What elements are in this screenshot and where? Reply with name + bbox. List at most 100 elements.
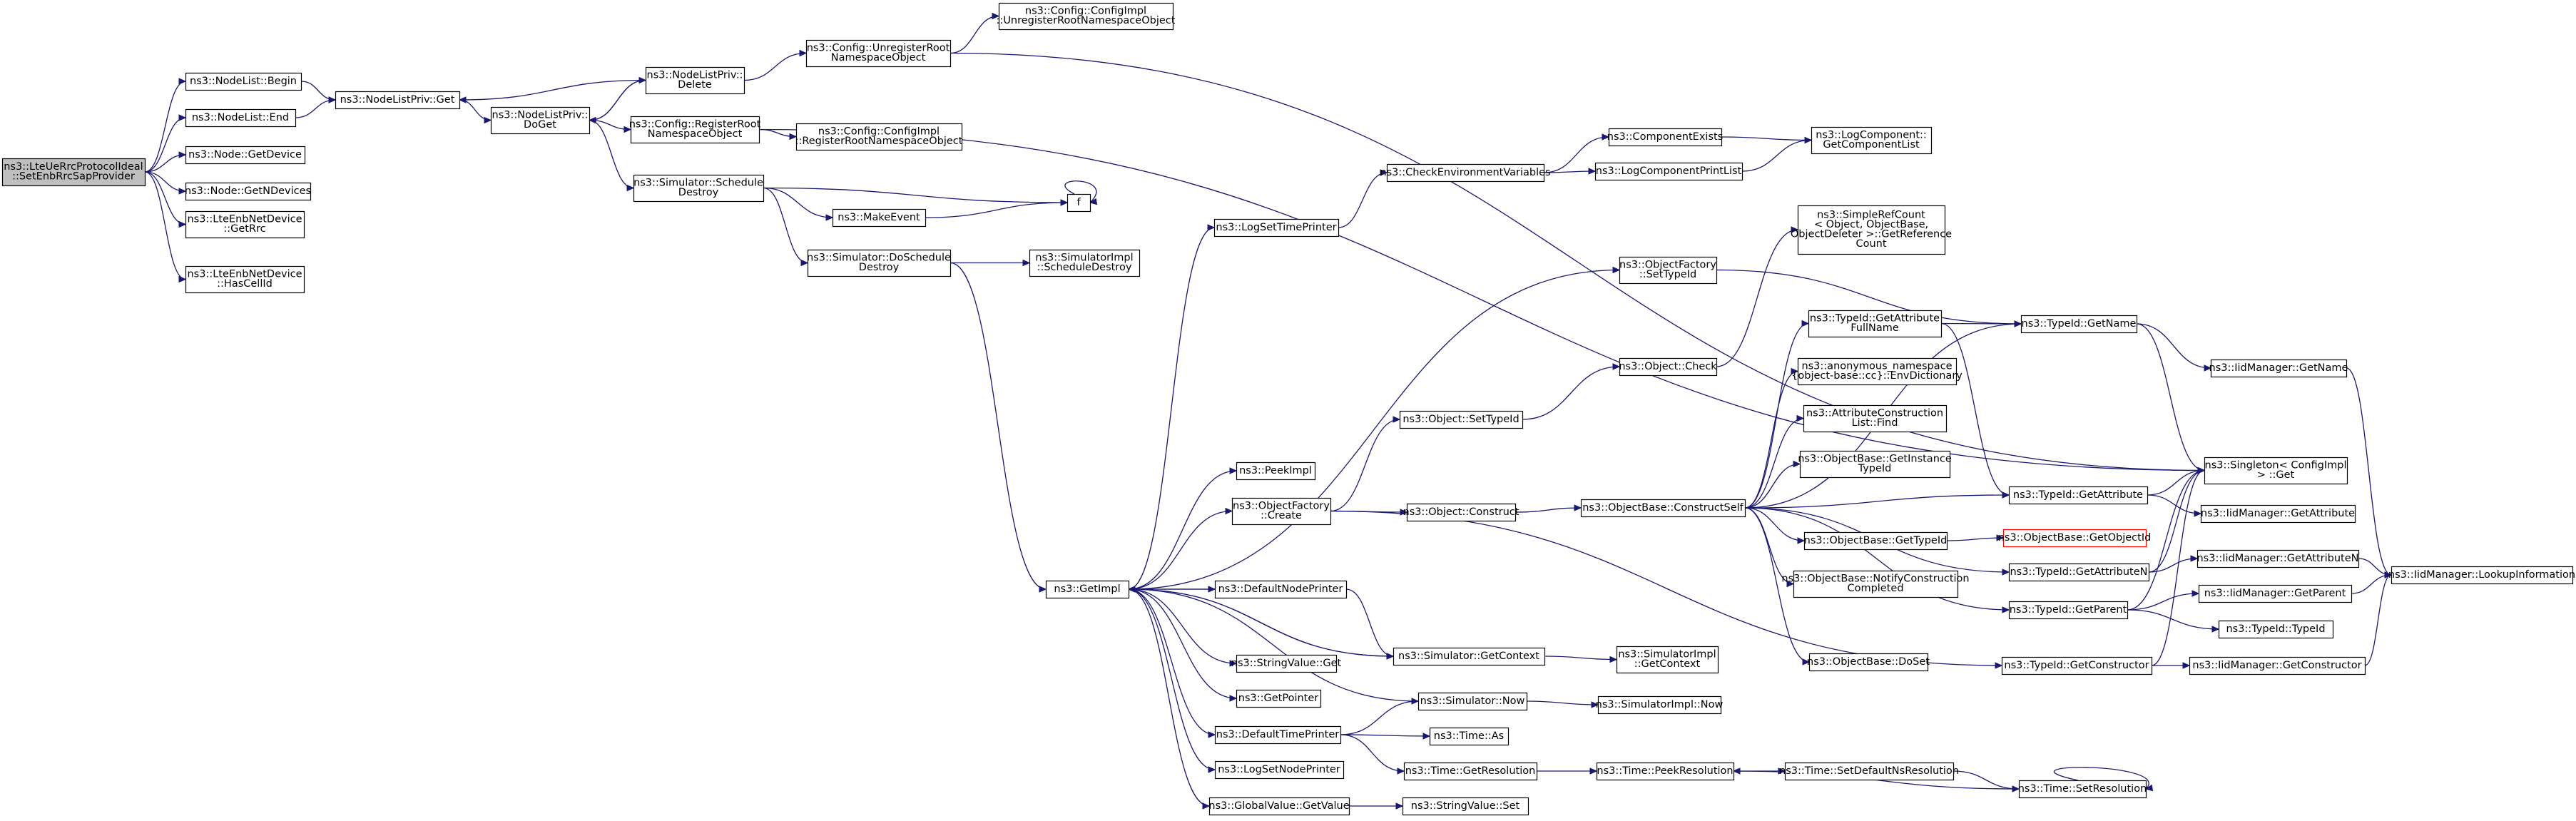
node-label: ::GetContext [1634, 658, 1701, 670]
edge-arrowhead [1393, 416, 1401, 423]
node-logcomp-get[interactable]: ns3::LogComponent::GetComponentList [1811, 126, 1933, 155]
node-obj-settypeid[interactable]: ns3::Object::SetTypeId [1399, 410, 1524, 429]
edge-line [1345, 588, 1394, 657]
node-singleton-get[interactable]: ns3::Singleton< ConfigImpl> ::Get [2204, 457, 2348, 485]
node-label: ns3::TypeId::GetConstructor [2004, 660, 2149, 671]
node-nl-begin[interactable]: ns3::NodeList::Begin [185, 72, 302, 91]
node-sim-getcontext[interactable]: ns3::Simulator::GetContext [1393, 647, 1546, 666]
node-simimpl-getcontext[interactable]: ns3::SimulatorImpl::GetContext [1616, 646, 1719, 674]
node-time-peekres[interactable]: ns3::Time::PeekResolution [1596, 762, 1735, 781]
edge-line [1744, 463, 1801, 509]
edge-deftimeprinter-to-sim-now [1340, 698, 1420, 735]
node-node-getdevice[interactable]: ns3::Node::GetDevice [185, 146, 306, 165]
node-f[interactable]: f [1066, 193, 1091, 213]
node-node-getn[interactable]: ns3::Node::GetNDevices [185, 182, 312, 201]
node-sim-now[interactable]: ns3::Simulator::Now [1417, 692, 1528, 711]
edge-globalvalue-get-to-stringvalue-set [1348, 802, 1404, 810]
node-root[interactable]: ns3::LteUeRrcProtocolIdeal::SetEnbRrcSap… [1, 158, 146, 187]
node-objbase-getobjectid[interactable]: ns3::ObjectBase::GetObjectId [1998, 529, 2152, 548]
node-defnodeprinter[interactable]: ns3::DefaultNodePrinter [1214, 580, 1348, 599]
node-logsettime[interactable]: ns3::LogSetTimePrinter [1213, 218, 1340, 238]
node-objfac-create[interactable]: ns3::ObjectFactory::Create [1231, 497, 1332, 526]
node-label: ::GetRrc [223, 223, 265, 235]
node-enb-getrrc[interactable]: ns3::LteEnbNetDevice::GetRrc [185, 210, 305, 239]
node-iidmgr-getconstr[interactable]: ns3::IidManager::GetConstructor [2189, 656, 2366, 675]
node-box [1619, 357, 1718, 377]
node-cfgimpl-reg[interactable]: ns3::Config::ConfigImpl::RegisterRootNam… [795, 123, 963, 151]
node-objbase-gettypeid[interactable]: ns3::ObjectBase::GetTypeId [1804, 531, 1948, 551]
node-sim-sched-destroy[interactable]: ns3::Simulator::ScheduleDestroy [633, 174, 765, 203]
node-nl-end[interactable]: ns3::NodeList::End [185, 108, 297, 128]
edge-getimpl-to-globalvalue-get [1128, 588, 1211, 810]
edge-arrowhead [825, 214, 834, 221]
node-box [2018, 780, 2147, 799]
node-deftimeprinter[interactable]: ns3::DefaultTimePrinter [1214, 725, 1342, 745]
edge-line [758, 128, 2205, 471]
node-iidmgr-getattrn[interactable]: ns3::IidManager::GetAttributeN [2196, 549, 2360, 568]
node-typeid-typeid[interactable]: ns3::TypeId::TypeId [2218, 620, 2334, 639]
node-label: NamespaceObject [831, 52, 926, 63]
edge-line [763, 187, 808, 264]
node-logsetnode[interactable]: ns3::LogSetNodePrinter [1214, 760, 1345, 780]
node-peekimpl[interactable]: ns3::PeekImpl [1236, 462, 1316, 481]
edge-objbase-construct-to-objbase-getinst [1744, 460, 1801, 509]
edge-arrowhead [1207, 224, 1216, 231]
node-time-setres[interactable]: ns3::Time::SetResolution [2018, 780, 2147, 799]
node-objbase-notify[interactable]: ns3::ObjectBase::NotifyConstructionCompl… [1781, 570, 1970, 598]
node-iidmgr-lookup[interactable]: ns3::IidManager::LookupInformation [2388, 566, 2575, 585]
node-stringvalue-set[interactable]: ns3::StringValue::Set [1402, 797, 1529, 816]
node-iidmgr-getname[interactable]: ns3::IidManager::GetName [2209, 359, 2348, 378]
node-simimpl-now[interactable]: ns3::SimulatorImpl::Now [1596, 695, 1724, 715]
node-iidmgr-getattr[interactable]: ns3::IidManager::GetAttribute [2201, 504, 2356, 524]
node-box [1, 158, 146, 187]
edge-typeid-getattrfull-to-typeid-getname [1940, 320, 2022, 327]
node-anon-envdict[interactable]: ns3::anonymous_namespace{object-base::cc… [1791, 357, 1962, 386]
node-logcompprint[interactable]: ns3::LogComponentPrintList [1594, 162, 1743, 181]
edge-typeid-getattrfull-to-typeid-getattr [1940, 322, 2010, 499]
node-getpointer[interactable]: ns3::GetPointer [1236, 689, 1322, 708]
node-globalvalue-get[interactable]: ns3::GlobalValue::GetValue [1208, 797, 1350, 816]
node-compexists[interactable]: ns3::ComponentExists [1607, 128, 1724, 147]
node-time-as[interactable]: ns3::Time::As [1429, 727, 1510, 746]
node-stringvalue-get[interactable]: ns3::StringValue::Get [1231, 654, 1342, 673]
node-checkenv[interactable]: ns3::CheckEnvironmentVariables [1380, 163, 1551, 183]
node-typeid-getname[interactable]: ns3::TypeId::GetName [2020, 315, 2138, 334]
node-makeevent[interactable]: ns3::MakeEvent [832, 208, 927, 228]
node-nlp-delete[interactable]: ns3::NodeListPriv::Delete [645, 66, 745, 95]
node-time-setdefns[interactable]: ns3::Time::SetDefaultNsResolution [1779, 762, 1959, 781]
node-label: NamespaceObject [648, 128, 743, 140]
node-cfg-reg[interactable]: ns3::Config::RegisterRootNamespaceObject [629, 116, 761, 144]
node-objbase-doset[interactable]: ns3::ObjectBase::DoSet [1807, 653, 1930, 672]
node-cfg-unreg[interactable]: ns3::Config::UnregisterRootNamespaceObje… [805, 39, 952, 68]
edge-line [1128, 510, 1233, 590]
node-time-getres[interactable]: ns3::Time::GetResolution [1403, 762, 1538, 781]
node-cfgimpl-unreg[interactable]: ns3::Config::ConfigImpl::UnregisterRootN… [997, 2, 1176, 31]
node-getimpl[interactable]: ns3::GetImpl [1045, 580, 1130, 599]
node-objbase-construct[interactable]: ns3::ObjectBase::ConstructSelf [1580, 499, 1746, 518]
node-label: FullName [1850, 322, 1899, 334]
node-nlp-get[interactable]: ns3::NodeListPriv::Get [335, 91, 461, 110]
edge-arrowhead [588, 116, 596, 124]
node-label: ns3::Time::As [1434, 730, 1504, 742]
node-iidmgr-getparent[interactable]: ns3::IidManager::GetParent [2198, 584, 2353, 603]
node-nlp-doget[interactable]: ns3::NodeListPriv::DoGet [490, 106, 591, 135]
edge-cfg-reg-to-cfgimpl-reg [758, 128, 798, 141]
node-typeid-getattr[interactable]: ns3::TypeId::GetAttribute [2008, 486, 2149, 505]
edge-arrowhead [1791, 367, 1799, 375]
node-obj-construct[interactable]: ns3::Object::Construct [1403, 503, 1519, 522]
edge-line [2147, 494, 2201, 514]
node-typeid-getattrn[interactable]: ns3::TypeId::GetAttributeN [2008, 563, 2150, 582]
node-simplerefcount[interactable]: ns3::SimpleRefCount< Object, ObjectBase,… [1791, 205, 1952, 255]
node-typeid-getconstr[interactable]: ns3::TypeId::GetConstructor [2001, 656, 2153, 675]
edge-arrowhead [1588, 168, 1597, 175]
node-simimpl-sched[interactable]: ns3::SimulatorImpl::ScheduleDestroy [1029, 249, 1141, 277]
node-objfac-settypeid[interactable]: ns3::ObjectFactory::SetTypeId [1619, 256, 1718, 285]
node-enb-hascell[interactable]: ns3::LteEnbNetDevice::HasCellId [185, 265, 305, 294]
node-typeid-getparent[interactable]: ns3::TypeId::GetParent [2008, 601, 2129, 620]
node-label: List::Find [1852, 417, 1898, 429]
node-obj-check[interactable]: ns3::Object::Check [1619, 357, 1718, 377]
